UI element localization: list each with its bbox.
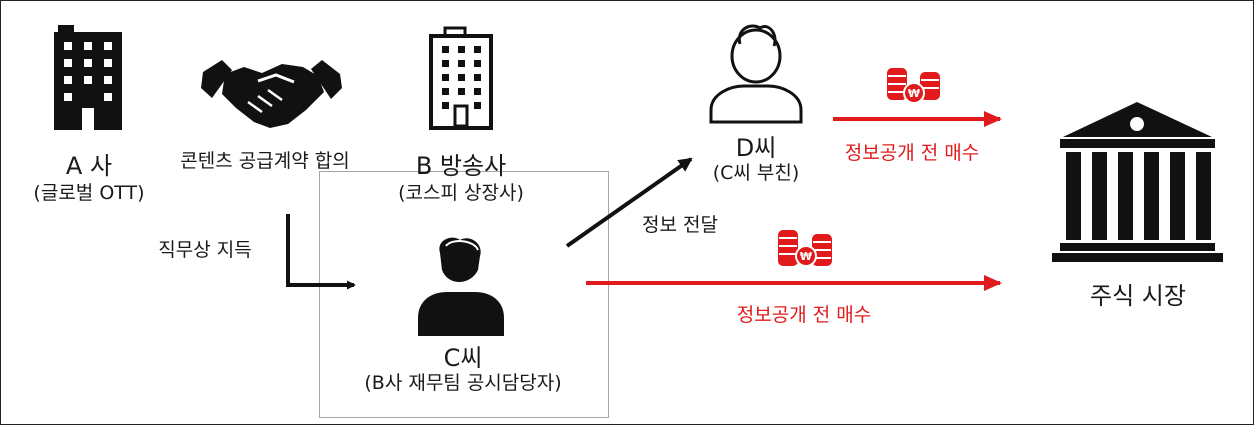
acquire-label: 직무상 지득 <box>158 239 252 261</box>
stock-exchange-icon <box>1052 102 1223 262</box>
svg-text:₩: ₩ <box>800 250 812 263</box>
coin-stack-icon: ₩ <box>778 230 832 267</box>
person-d-name: D씨 <box>735 134 777 162</box>
svg-text:₩: ₩ <box>908 87 920 100</box>
person-icon <box>709 24 803 124</box>
company-a-name: A 사 <box>65 152 113 180</box>
person-c-subtitle: (B사 재무팀 공시담당자) <box>364 372 562 394</box>
contract-label: 콘텐츠 공급계약 합의 <box>180 150 350 172</box>
market-name: 주식 시장 <box>1090 282 1186 310</box>
c-boundary-box <box>319 171 609 418</box>
acquire-arrow <box>286 214 356 290</box>
handshake-icon <box>201 60 342 128</box>
company-b-name: B 방송사 <box>415 152 507 180</box>
buy-d-label: 정보공개 전 매수 <box>844 142 980 164</box>
person-d-subtitle: (C씨 부친) <box>712 162 800 184</box>
person-icon <box>418 237 504 336</box>
company-b-subtitle: (코스피 상장사) <box>398 182 524 204</box>
relay-label: 정보 전달 <box>642 214 718 236</box>
person-c-name: C씨 <box>443 344 483 372</box>
office-building-icon <box>54 25 122 130</box>
buy-c-label: 정보공개 전 매수 <box>736 304 872 326</box>
coin-stack-icon: ₩ <box>887 68 940 104</box>
company-a-subtitle: (글로벌 OTT) <box>33 182 145 204</box>
relay-arrow <box>565 157 693 248</box>
apartment-building-icon <box>429 26 493 130</box>
